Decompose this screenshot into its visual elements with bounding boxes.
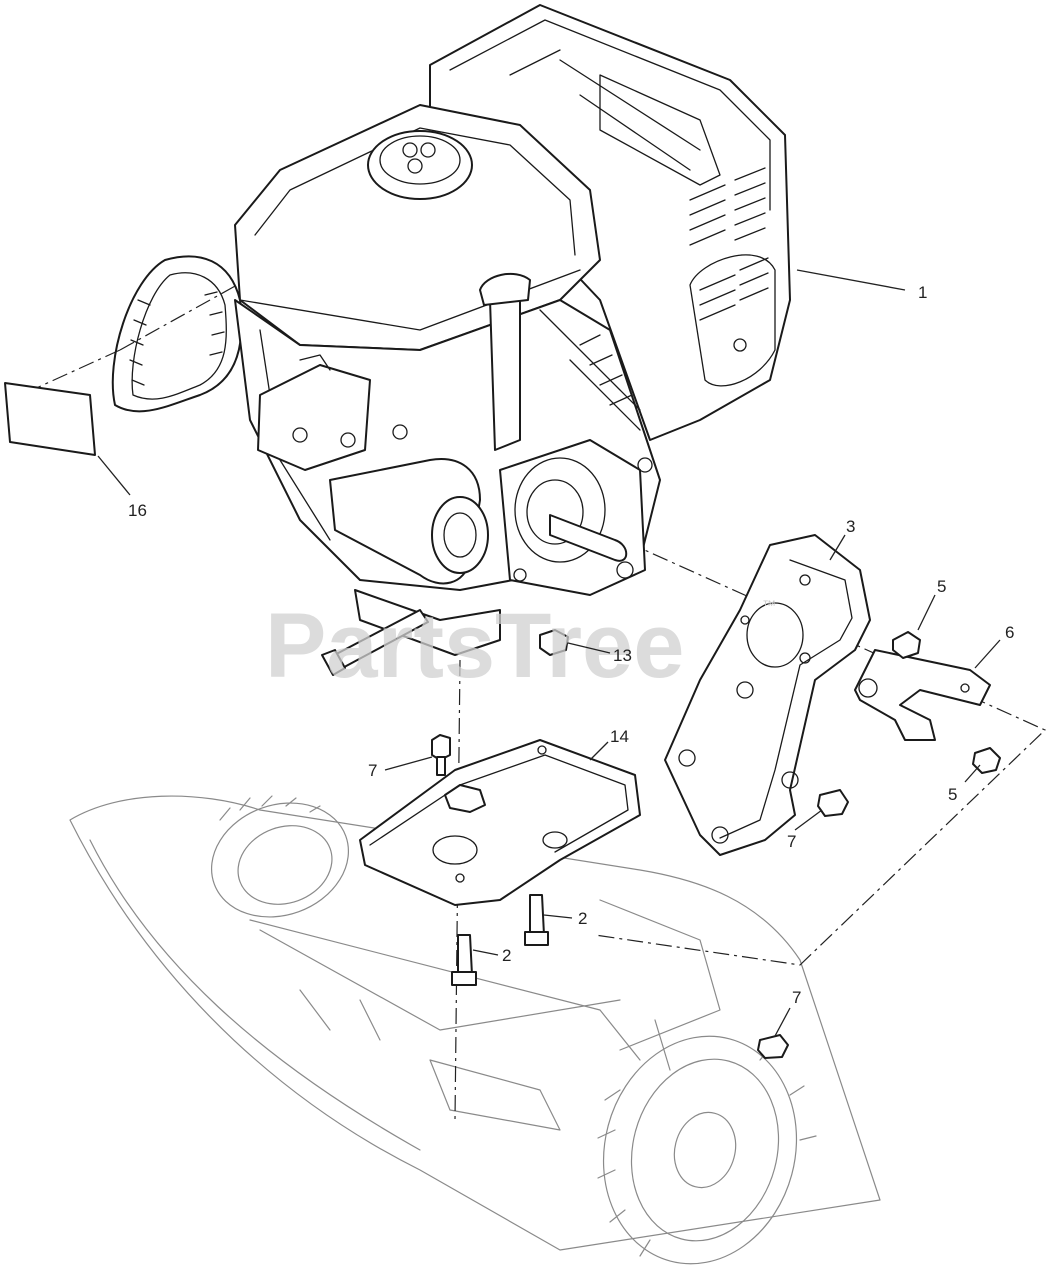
callout-leaders bbox=[97, 269, 1001, 1037]
fasteners bbox=[431, 629, 1001, 1059]
rear-wheel-left bbox=[210, 795, 350, 918]
callout-5-lower: 5 bbox=[948, 785, 957, 804]
callout-2-left: 2 bbox=[502, 946, 511, 965]
callout-7-bracket: 7 bbox=[787, 832, 796, 851]
callout-1: 1 bbox=[918, 283, 927, 302]
callout-7-left: 7 bbox=[368, 761, 377, 780]
watermark: PartsTree ™ bbox=[265, 595, 776, 697]
callout-13: 13 bbox=[613, 646, 632, 665]
watermark-trademark: ™ bbox=[762, 597, 776, 613]
snowthrower-frame bbox=[69, 795, 881, 1251]
mount-plate-part-14 bbox=[359, 739, 641, 906]
callout-16: 16 bbox=[128, 501, 147, 520]
callout-3: 3 bbox=[846, 517, 855, 536]
callout-5-upper: 5 bbox=[937, 577, 946, 596]
wheel-right bbox=[597, 1035, 817, 1265]
callout-14: 14 bbox=[610, 727, 629, 746]
engine-part-1 bbox=[234, 4, 791, 676]
callout-7-bottom: 7 bbox=[792, 988, 801, 1007]
watermark-text: PartsTree bbox=[265, 595, 684, 697]
callout-2-right: 2 bbox=[578, 909, 587, 928]
plate-part-6 bbox=[854, 649, 991, 741]
decal-part-16 bbox=[4, 382, 96, 456]
bracket-part-3 bbox=[664, 534, 871, 856]
callout-6: 6 bbox=[1005, 623, 1014, 642]
recoil-handle bbox=[111, 255, 243, 413]
callout-labels: 1 16 3 5 6 13 14 7 5 7 2 2 7 bbox=[128, 283, 1014, 1007]
